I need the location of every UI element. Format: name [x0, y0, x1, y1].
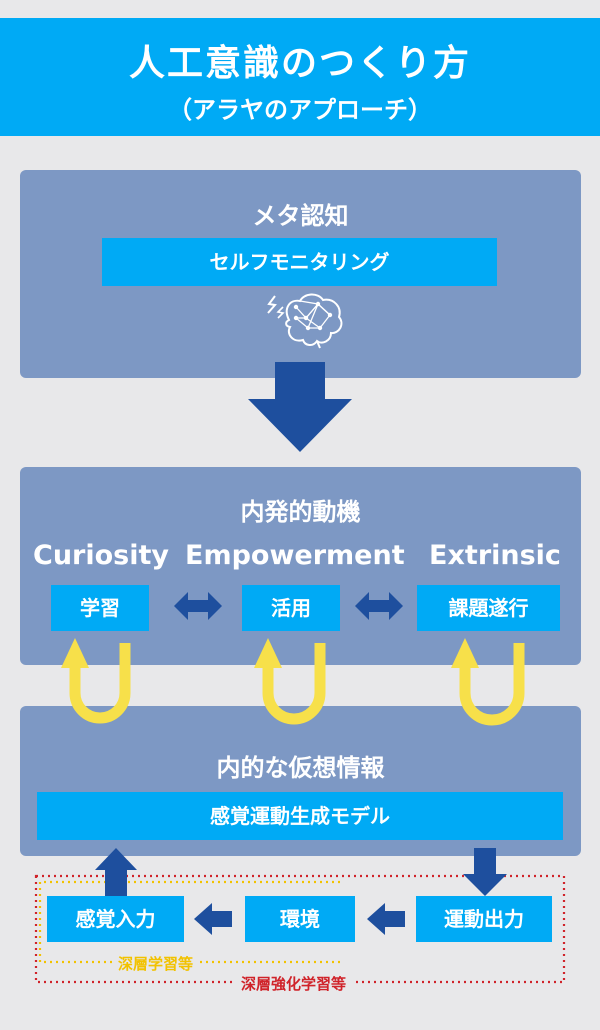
extrinsic-label: Extrinsic — [429, 540, 561, 571]
feedback-loop-2 — [254, 638, 326, 725]
environment-box: 環境 — [245, 896, 355, 942]
motivation-panel — [20, 467, 581, 665]
metacognition-title: メタ認知 — [252, 202, 349, 230]
down-arrow-motor — [463, 848, 507, 896]
deep-rl-dotted-loop — [34, 874, 566, 984]
internal-info-title: 内的な仮想情報 — [216, 754, 385, 782]
sensory-input-box: 感覚入力 — [47, 896, 184, 942]
self-monitoring-box: セルフモニタリング — [102, 238, 497, 286]
deep-learning-label: 深層学習等 — [112, 953, 200, 974]
up-arrow-sensory — [95, 848, 137, 896]
arrow-env-to-input — [194, 903, 232, 935]
feedback-loop-1 — [61, 638, 131, 724]
page-subtitle: （アラヤのアプローチ） — [168, 96, 432, 124]
task-execution-box: 課題遂行 — [417, 585, 560, 631]
motor-output-box: 運動出力 — [416, 896, 552, 942]
brain-icon — [267, 293, 343, 349]
double-arrow-left — [174, 592, 222, 620]
double-arrow-right — [355, 592, 403, 620]
sensorimotor-model-box: 感覚運動生成モデル — [37, 792, 563, 840]
curiosity-label: Curiosity — [33, 540, 169, 571]
page-title: 人工意識のつくり方 — [128, 43, 471, 84]
empowerment-label: Empowerment — [185, 540, 405, 571]
deep-learning-dotted-loop — [38, 880, 340, 964]
arrow-output-to-env — [367, 903, 405, 935]
down-arrow-big — [248, 362, 352, 452]
learning-box: 学習 — [51, 585, 149, 631]
motivation-title: 内発的動機 — [240, 498, 361, 526]
feedback-loop-3 — [451, 638, 525, 726]
header-banner — [0, 18, 600, 136]
deep-rl-label: 深層強化学習等 — [235, 973, 353, 994]
utilization-box: 活用 — [242, 585, 340, 631]
